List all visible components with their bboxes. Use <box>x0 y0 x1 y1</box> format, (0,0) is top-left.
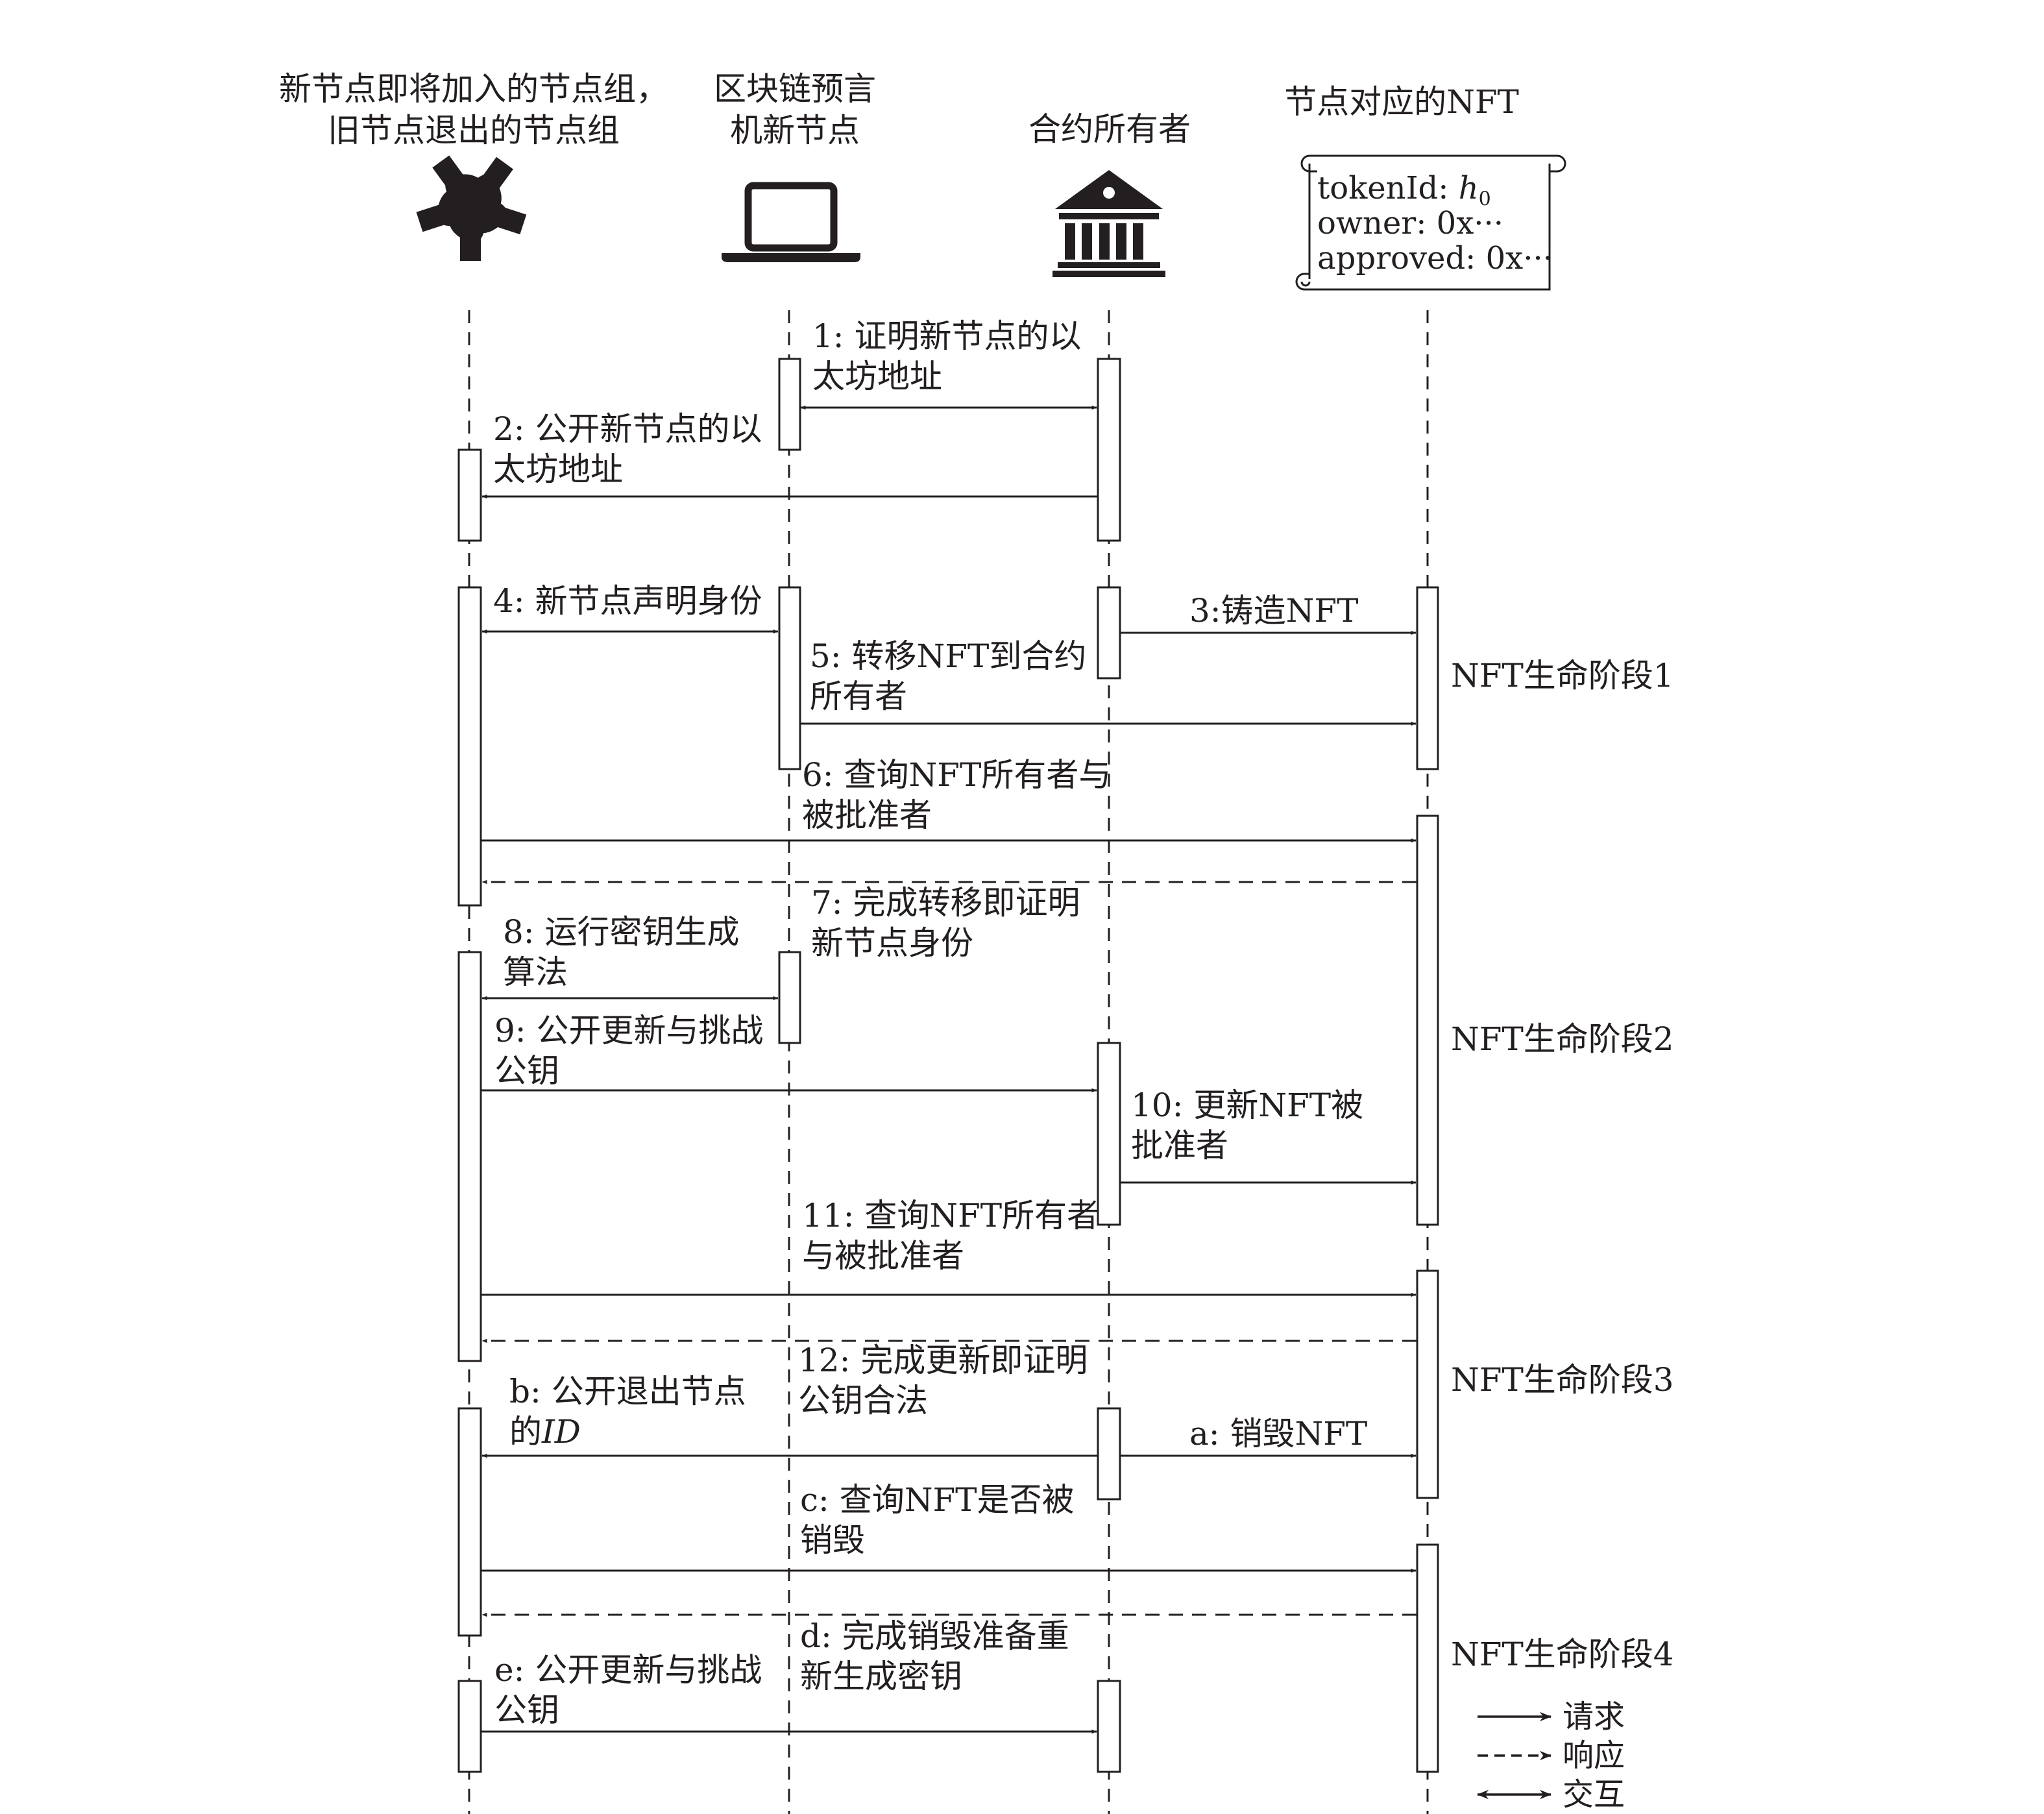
activation-bar <box>1416 1269 1439 1499</box>
message-label-5: 5: 转移NFT到合约 所有者 <box>810 637 1087 715</box>
message-label-1: 1: 证明新节点的以 太坊地址 <box>812 317 1082 395</box>
activation-bar <box>1416 586 1439 770</box>
message-label-6: 6: 查询NFT所有者与 被批准者 <box>802 756 1112 834</box>
message-label-b-line1: b: 公开退出节点 <box>509 1373 746 1410</box>
nft-approved: approved: 0x··· <box>1317 240 1553 276</box>
group-hands-icon <box>416 155 527 261</box>
nft-token-sub: 0 <box>1478 188 1491 211</box>
activation-bar <box>457 1680 482 1773</box>
message-label-b-prefix: 的 <box>509 1413 542 1451</box>
participant-label-node-group: 新节点即将加入的节点组， 旧节点退出的节点组 <box>279 70 668 149</box>
message-label-7: 7: 完成转移即证明 新节点身份 <box>811 884 1080 962</box>
nft-token-label: tokenId: <box>1317 170 1459 206</box>
nft-token-value: h <box>1458 170 1479 206</box>
phase-label-4: NFT生命阶段4 <box>1451 1636 1674 1673</box>
participant-label-oracle: 区块链预言 机新节点 <box>714 70 876 149</box>
message-label-10: 10: 更新NFT被 批准者 <box>1131 1086 1364 1164</box>
participant-label-nft: 节点对应的NFT <box>1284 83 1519 121</box>
phase-label-1: NFT生命阶段1 <box>1451 657 1674 694</box>
activation-bar <box>457 586 482 907</box>
participant-label-contract-owner: 合约所有者 <box>1028 110 1191 148</box>
activation-bar <box>457 448 482 542</box>
legend-request-label: 请求 <box>1563 1698 1625 1735</box>
phase-label-2: NFT生命阶段2 <box>1451 1020 1674 1058</box>
activation-bar <box>1097 358 1121 542</box>
message-label-a: a: 销毁NFT <box>1189 1415 1368 1452</box>
message-label-2: 2: 公开新节点的以 太坊地址 <box>493 410 762 488</box>
activation-bar <box>457 951 482 1362</box>
laptop-icon <box>722 182 860 262</box>
legend-response-label: 响应 <box>1563 1737 1625 1774</box>
activation-bar <box>778 358 801 451</box>
scroll-icon <box>1295 154 1566 291</box>
activation-bar <box>1416 1543 1439 1773</box>
activation-bar <box>1097 1042 1121 1226</box>
institution-building-icon <box>1052 170 1165 277</box>
message-label-9: 9: 公开更新与挑战 公钥 <box>494 1012 764 1090</box>
message-label-b-line2: 的ID <box>509 1412 746 1452</box>
message-label-c: c: 查询NFT是否被 销毁 <box>800 1481 1075 1559</box>
message-label-4: 4: 新节点声明身份 <box>493 582 762 620</box>
message-label-e: e: 公开更新与挑战 公钥 <box>494 1651 762 1729</box>
activation-bar <box>778 586 801 770</box>
activation-bar <box>1097 586 1121 680</box>
message-label-12: 12: 完成更新即证明 公钥合法 <box>798 1342 1088 1419</box>
activation-bar <box>457 1407 482 1637</box>
message-label-11: 11: 查询NFT所有者 与被批准者 <box>802 1197 1100 1275</box>
activation-bar <box>1097 1680 1121 1773</box>
activation-bar <box>1416 815 1439 1226</box>
nft-owner: owner: 0x··· <box>1317 205 1504 241</box>
activation-bar <box>778 951 801 1044</box>
nft-token-id: tokenId: h0 <box>1317 170 1491 218</box>
message-label-b-id: ID <box>542 1413 581 1451</box>
legend-interaction-label: 交互 <box>1563 1776 1625 1813</box>
message-label-d: d: 完成销毁准备重 新生成密钥 <box>800 1617 1069 1695</box>
message-label-b: b: 公开退出节点 的ID <box>509 1371 746 1452</box>
activation-bar <box>1097 1407 1121 1501</box>
phase-label-3: NFT生命阶段3 <box>1451 1361 1674 1399</box>
message-label-3: 3:铸造NFT <box>1189 592 1359 630</box>
message-label-8: 8: 运行密钥生成 算法 <box>503 913 740 991</box>
